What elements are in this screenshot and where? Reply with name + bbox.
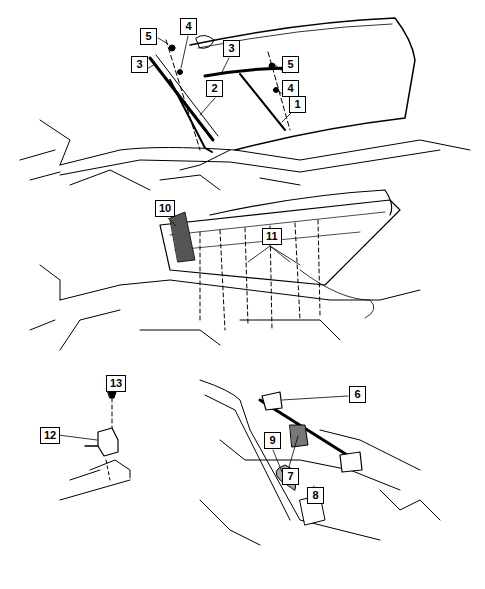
callout-number: 5 <box>140 28 157 45</box>
bracket-view <box>60 392 130 500</box>
callout-number: 6 <box>349 386 366 403</box>
callout-number: 3 <box>131 56 148 73</box>
callout-number: 5 <box>282 56 299 73</box>
leader-lines <box>58 36 348 500</box>
linkage-view <box>200 380 440 545</box>
cowl-view <box>30 190 420 350</box>
callout-number: 3 <box>223 40 240 57</box>
callout-number: 4 <box>180 18 197 35</box>
callout-number: 4 <box>282 80 299 97</box>
callout-number: 10 <box>155 200 175 217</box>
callout-number: 2 <box>206 80 223 97</box>
mirror <box>196 35 214 48</box>
callout-number: 9 <box>264 432 281 449</box>
callout-number: 12 <box>40 427 60 444</box>
callout-number: 8 <box>307 487 324 504</box>
callout-number: 1 <box>289 96 306 113</box>
callout-number: 11 <box>262 228 282 245</box>
callout-number: 7 <box>282 468 299 485</box>
callout-number: 13 <box>106 375 126 392</box>
wiper-view <box>20 18 470 190</box>
